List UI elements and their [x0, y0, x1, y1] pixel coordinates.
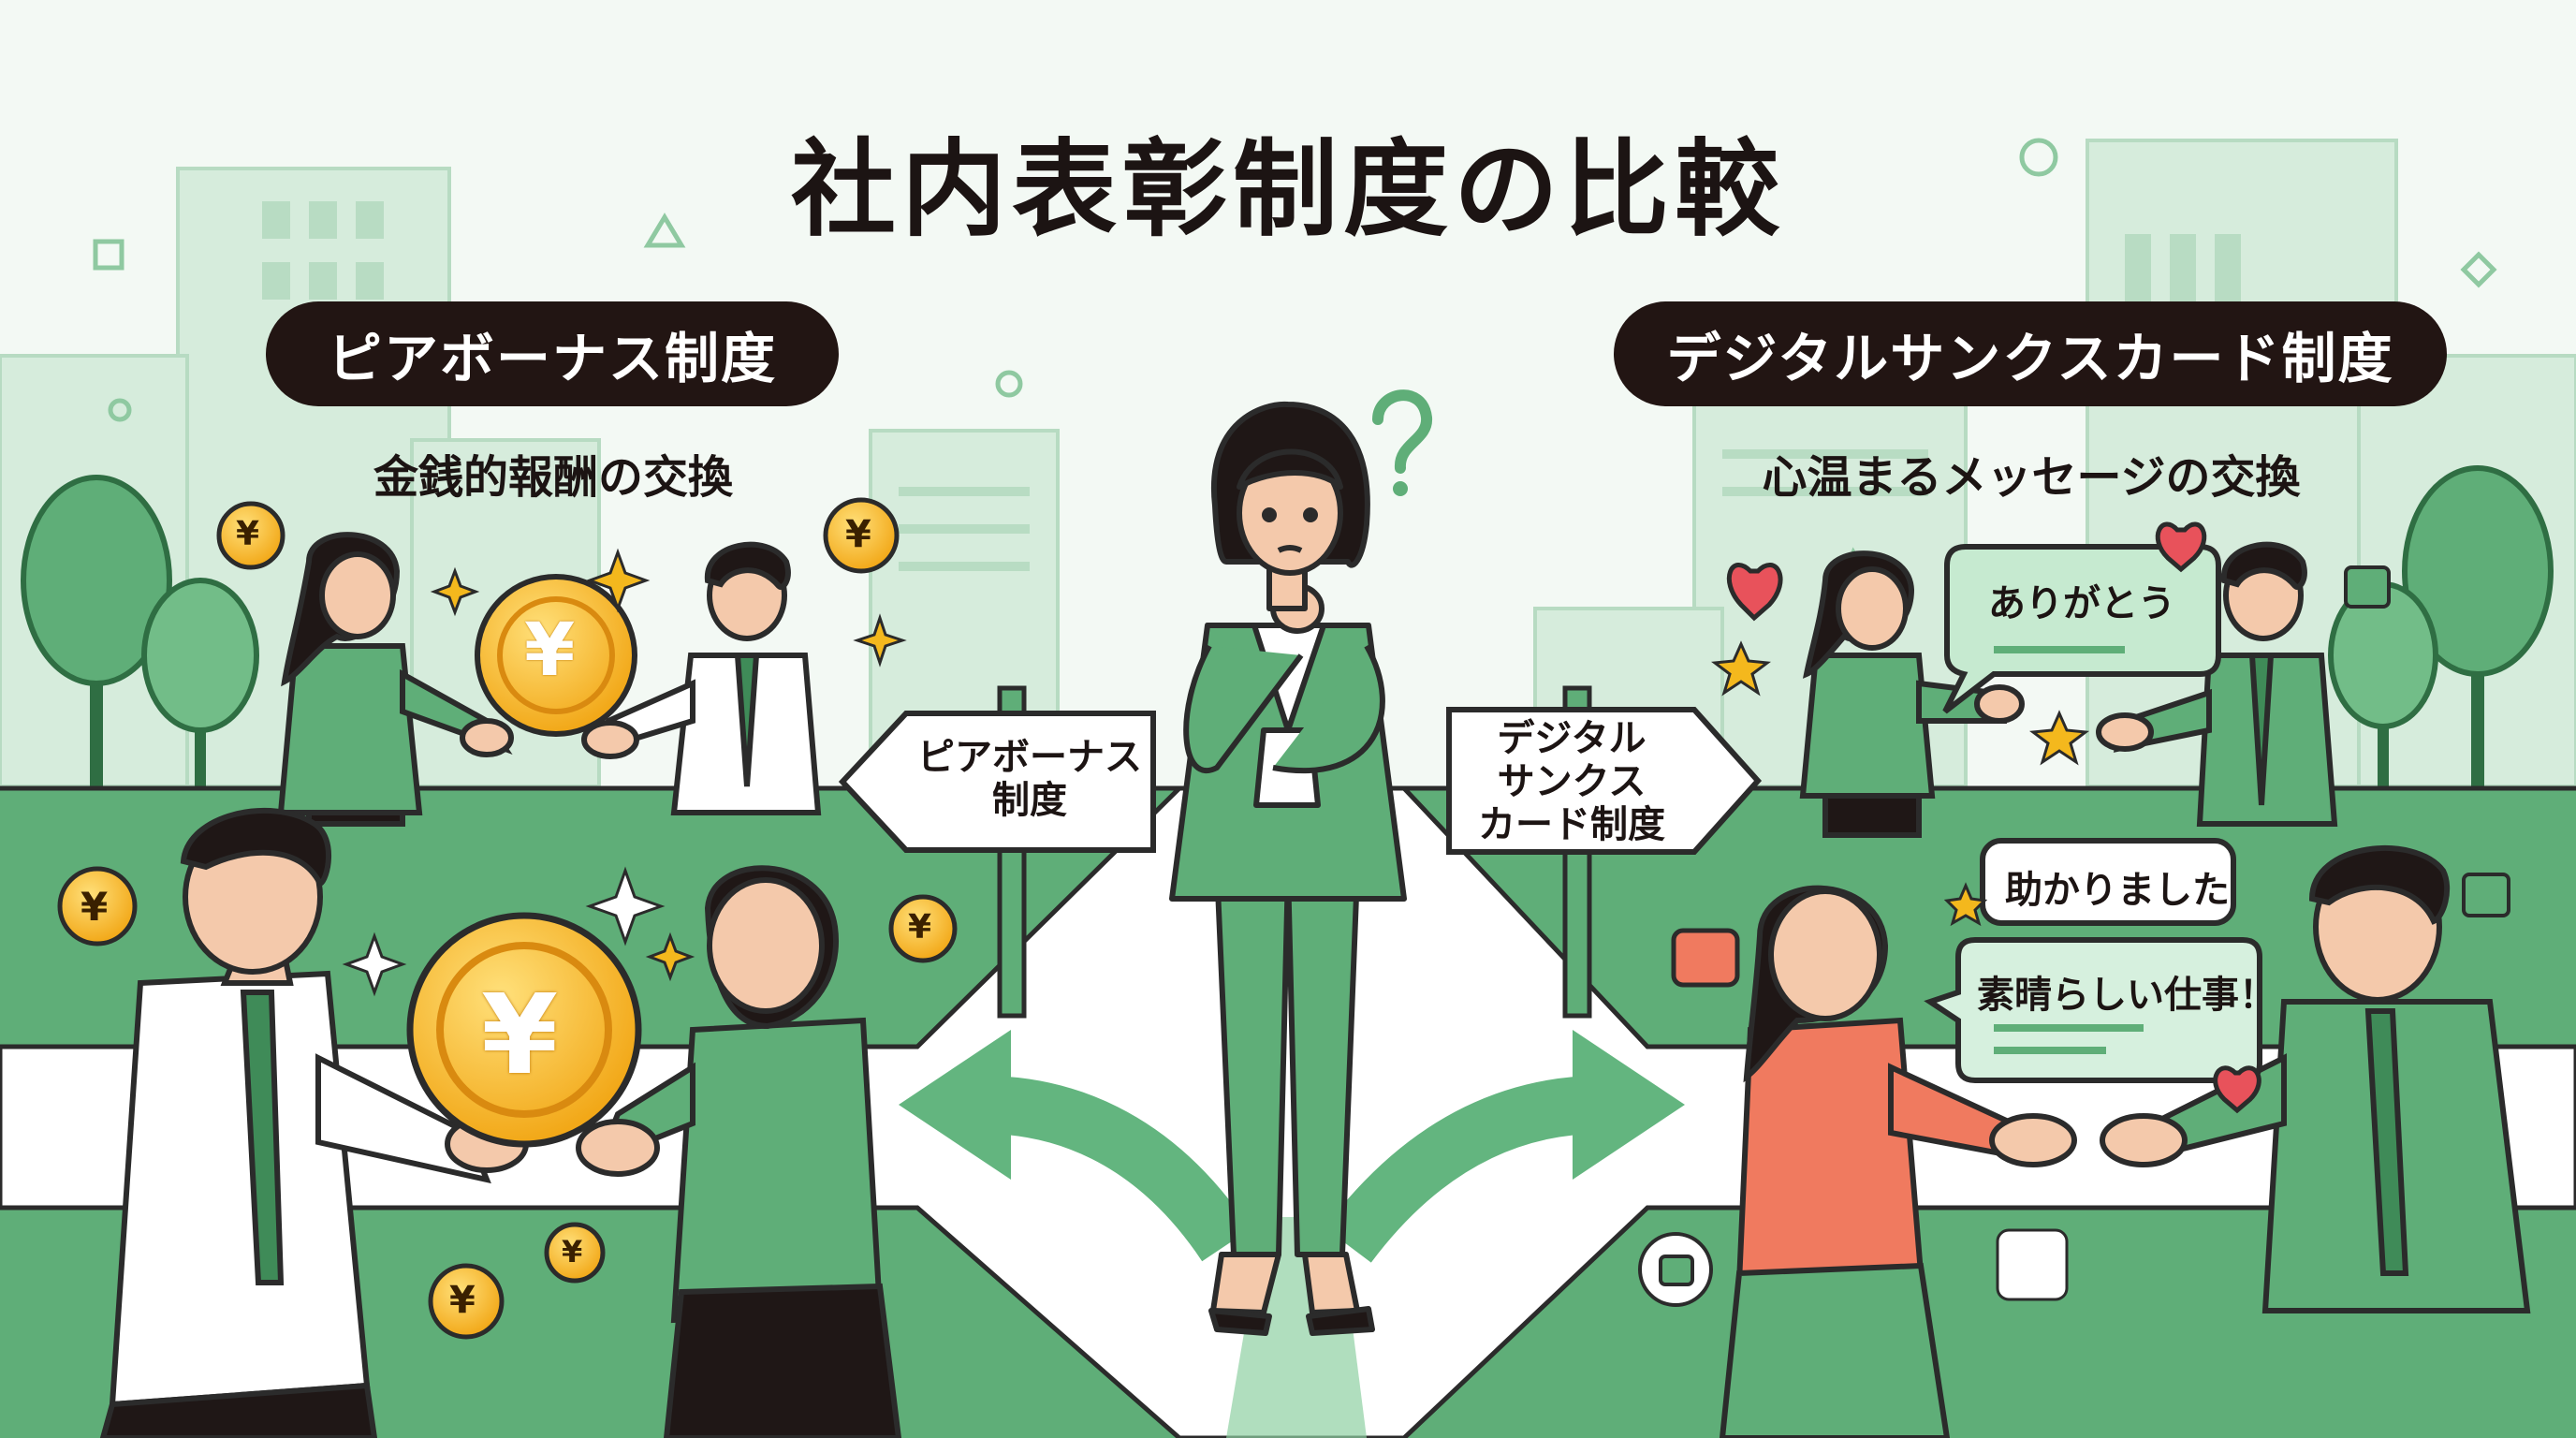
thanks-card-subtitle: 心温まるメッセージの交換	[1762, 451, 2301, 504]
building-windows-left	[262, 201, 1030, 571]
coin-symbol-small: ¥	[449, 1279, 476, 1322]
center-thinking-woman	[1169, 401, 1407, 1336]
left-bottom-woman	[576, 865, 902, 1438]
tree-right	[2328, 465, 2554, 786]
coin-symbol-top: ¥	[524, 609, 576, 693]
path-arrow-right	[1325, 1030, 1685, 1263]
sign-right-line2: サンクス	[1497, 760, 1647, 803]
sign-right-line1: デジタル	[1497, 717, 1647, 760]
thumbs-up-icon	[1638, 565, 2510, 1307]
question-icon	[1372, 389, 1432, 496]
page-title: 社内表彰制度の比較	[791, 129, 1785, 251]
peer-bonus-subtitle: 金銭的報酬の交換	[373, 451, 733, 504]
right-bottom-woman	[1719, 885, 2077, 1438]
left-bottom-big-coin	[406, 912, 642, 1148]
sparkle-icon	[342, 548, 907, 997]
coin-symbol-bottom: ¥	[481, 970, 559, 1099]
star-icon	[1711, 640, 2089, 1301]
thanks-card-label: デジタルサンクスカード制度	[1614, 301, 2447, 406]
heart-icon	[1671, 521, 2261, 1114]
left-top-big-coin	[475, 574, 637, 737]
sign-right-line3: カード制度	[1478, 803, 1665, 846]
left-bottom-man	[99, 807, 529, 1438]
speech-bubble-helped	[1980, 838, 2236, 926]
signpost-right-text: デジタル サンクス カード制度	[1449, 717, 1694, 846]
coin-symbol-small: ¥	[908, 908, 932, 946]
yen-coin-icon	[57, 497, 958, 1340]
signpost-left-text: ピアボーナス 制度	[906, 736, 1153, 822]
path-arrow-left	[899, 1030, 1251, 1262]
tree-left	[21, 475, 259, 786]
signpost-right	[1446, 685, 1763, 1019]
signpost-left	[838, 685, 1156, 1019]
coin-symbol-small: ¥	[236, 515, 260, 553]
coin-symbol-small: ¥	[845, 513, 871, 556]
bubble-helped-text: 助かりました	[2005, 869, 2230, 912]
coin-symbol-small: ¥	[562, 1234, 583, 1269]
right-bottom-man	[2100, 845, 2531, 1313]
left-top-man	[581, 541, 822, 815]
peer-bonus-label: ピアボーナス制度	[266, 301, 839, 406]
bubble-great-work-text: 素晴らしい仕事！	[1977, 974, 2276, 1017]
speech-bubble-great-work	[1924, 937, 2262, 1083]
right-top-man	[2096, 541, 2338, 827]
coin-symbol-small: ¥	[80, 884, 109, 930]
sign-left-line1: ピアボーナス	[917, 736, 1142, 779]
left-top-woman	[277, 532, 514, 827]
speech-bubble-thanks	[1942, 544, 2221, 714]
sign-left-line2: 制度	[992, 779, 1067, 822]
bubble-thanks-text: ありがとう	[1988, 582, 2175, 625]
